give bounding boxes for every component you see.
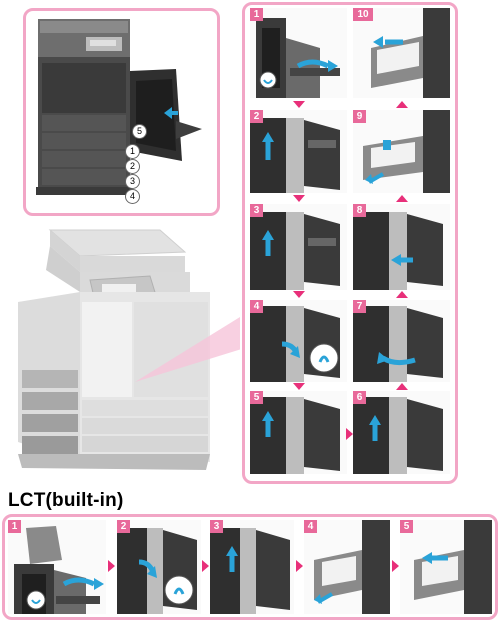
lct-step-panel-1: 1	[8, 520, 106, 614]
step-panel-1: 1	[250, 8, 347, 98]
overview-frame: 5 1 2 3 4	[23, 8, 220, 216]
step-number: 1	[250, 8, 263, 21]
lct-step-panel-4: 4	[304, 520, 390, 614]
step-number: 6	[353, 391, 366, 404]
step-panel-6: 6	[353, 391, 450, 474]
callout-1: 1	[125, 144, 140, 159]
step-panel-3: 3	[250, 204, 347, 290]
step-number: 10	[353, 8, 373, 21]
flow-arrow-right	[296, 560, 303, 572]
step-number: 5	[250, 391, 263, 404]
flow-arrow-up	[396, 383, 408, 390]
flow-arrow-up	[396, 101, 408, 108]
step-number: 1	[8, 520, 21, 533]
lct-step-panel-3: 3	[210, 520, 294, 614]
step-panel-8: 8	[353, 204, 450, 290]
flow-arrow-right	[392, 560, 399, 572]
flow-arrow-right	[346, 428, 353, 440]
step-number: 7	[353, 300, 366, 313]
flow-arrow-right	[108, 560, 115, 572]
machine-illustration	[18, 229, 240, 470]
step-panel-10: 10	[353, 8, 450, 98]
step-panel-9: 9	[353, 110, 450, 193]
step-number: 2	[250, 110, 263, 123]
flow-arrow-up	[396, 291, 408, 298]
step-number: 9	[353, 110, 366, 123]
step-panel-7: 7	[353, 300, 450, 382]
flow-arrow-down	[293, 101, 305, 108]
step-number: 4	[304, 520, 317, 533]
step-panel-5: 5	[250, 391, 347, 474]
lct-step-panel-2: 2	[117, 520, 201, 614]
step-number: 3	[210, 520, 223, 533]
flow-arrow-down	[293, 291, 305, 298]
flow-arrow-right	[202, 560, 209, 572]
machine-overview-illustration	[36, 19, 202, 195]
flow-arrow-up	[396, 195, 408, 202]
callout-5: 5	[132, 124, 147, 139]
step-number: 3	[250, 204, 263, 217]
section-title: LCT(built-in)	[8, 490, 124, 511]
step-number: 8	[353, 204, 366, 217]
flow-arrow-down	[293, 383, 305, 390]
step-number: 2	[117, 520, 130, 533]
step-panel-4: 4	[250, 300, 347, 382]
callout-4: 4	[125, 189, 140, 204]
step-number: 5	[400, 520, 413, 533]
step-number: 4	[250, 300, 263, 313]
callout-3: 3	[125, 174, 140, 189]
flow-arrow-down	[293, 195, 305, 202]
step-panel-2: 2	[250, 110, 347, 193]
callout-2: 2	[125, 159, 140, 174]
lct-step-panel-5: 5	[400, 520, 492, 614]
